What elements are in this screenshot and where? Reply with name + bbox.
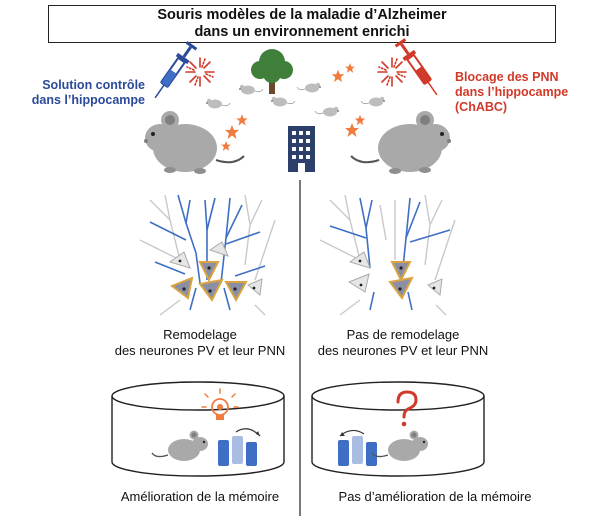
mouse-icon-right <box>350 111 451 174</box>
small-mouse-icon-1 <box>205 98 231 109</box>
question-mark-icon <box>396 390 418 427</box>
lightbulb-icon <box>201 388 239 420</box>
object-cylinders-left <box>218 428 261 466</box>
tree-icon <box>251 49 293 94</box>
neuron-caption-right: Pas de remodelage des neurones PV et leu… <box>300 327 506 359</box>
arena-mouse-left <box>151 430 208 461</box>
blocked-line-1: Blocage des PNN <box>455 70 559 84</box>
star-icon-3 <box>221 141 231 151</box>
neuron-caption-left: Remodelage des neurones PV et leur PNN <box>95 327 305 359</box>
red-syringe-icon <box>394 38 438 96</box>
small-mouse-icon-2 <box>238 84 264 95</box>
small-mouse-icon-4 <box>296 82 322 93</box>
blocked-line-2: dans l’hippocampe <box>455 85 569 99</box>
firework-icon-left <box>185 57 215 87</box>
memory-arena-right <box>311 381 485 477</box>
control-line-2: dans l’hippocampe <box>31 93 145 107</box>
memory-arena-left <box>111 381 285 477</box>
blocked-line-3: (ChABC) <box>455 100 508 114</box>
control-condition-label: Solution contrôle dans l’hippocampe <box>5 78 145 108</box>
small-mouse-icon-3 <box>270 96 296 107</box>
firework-icon-right <box>377 57 407 87</box>
star-icon-2 <box>236 114 248 126</box>
blue-syringe-icon <box>154 41 198 99</box>
title-line-2: dans un environnement enrichi <box>194 24 410 40</box>
small-mouse-icon-6 <box>360 96 386 107</box>
neuron-caption-right-line-1: Pas de remodelage <box>346 327 460 342</box>
control-line-1: Solution contrôle <box>42 78 145 92</box>
memory-caption-left: Amélioration de la mémoire <box>120 489 280 504</box>
mouse-icon-left <box>144 111 245 174</box>
object-cylinders-right <box>338 429 377 466</box>
neuron-network-right <box>319 194 456 316</box>
arena-mouse-right <box>371 430 428 461</box>
star-icon-7 <box>354 114 366 126</box>
star-icon-4 <box>331 69 345 83</box>
building-icon <box>288 126 315 172</box>
memory-caption-right: Pas d’amélioration de la mémoire <box>338 489 532 504</box>
star-icon-6 <box>345 123 359 137</box>
neuron-network-left <box>139 194 276 316</box>
title-box: Souris modèles de la maladie d’Alzheimer… <box>48 5 556 43</box>
neuron-caption-right-line-2: des neurones PV et leur PNN <box>317 343 489 358</box>
star-icon-5 <box>345 63 355 73</box>
star-icon-1 <box>225 125 239 139</box>
small-mouse-icon-5 <box>314 106 340 117</box>
neuron-caption-left-line-1: Remodelage <box>163 327 237 342</box>
title-line-1: Souris modèles de la maladie d’Alzheimer <box>157 7 447 23</box>
blocked-condition-label: Blocage des PNN dans l’hippocampe (ChABC… <box>455 70 605 115</box>
neuron-caption-left-line-2: des neurones PV et leur PNN <box>114 343 286 358</box>
